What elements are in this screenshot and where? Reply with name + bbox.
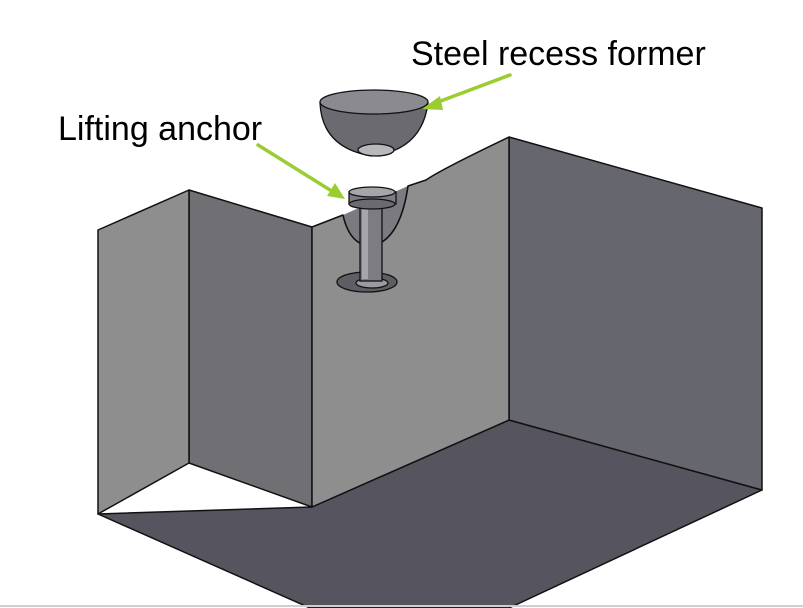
- lifting-anchor: [336, 186, 398, 293]
- steel-recess-former: [319, 89, 429, 157]
- anchor-shaft-highlight: [362, 205, 368, 279]
- former-bottom-hole: [357, 143, 395, 157]
- recess-former-label: Steel recess former: [411, 35, 706, 73]
- anchor-head-bottom: [348, 198, 396, 210]
- callout-arrows: [256, 73, 512, 199]
- former-rim: [319, 89, 429, 115]
- lifting-anchor-arrow-head: [327, 183, 345, 199]
- anchor-head-top: [348, 186, 396, 198]
- block-front-left-face: [97, 189, 190, 515]
- lifting-anchor-label: Lifting anchor: [58, 110, 262, 148]
- recess-former-arrow-head: [422, 96, 443, 110]
- block-left-face: [188, 189, 313, 508]
- lifting-anchor-arrow-line: [256, 143, 340, 197]
- recess-former-arrow-line: [428, 73, 512, 107]
- concrete-block: [97, 136, 763, 608]
